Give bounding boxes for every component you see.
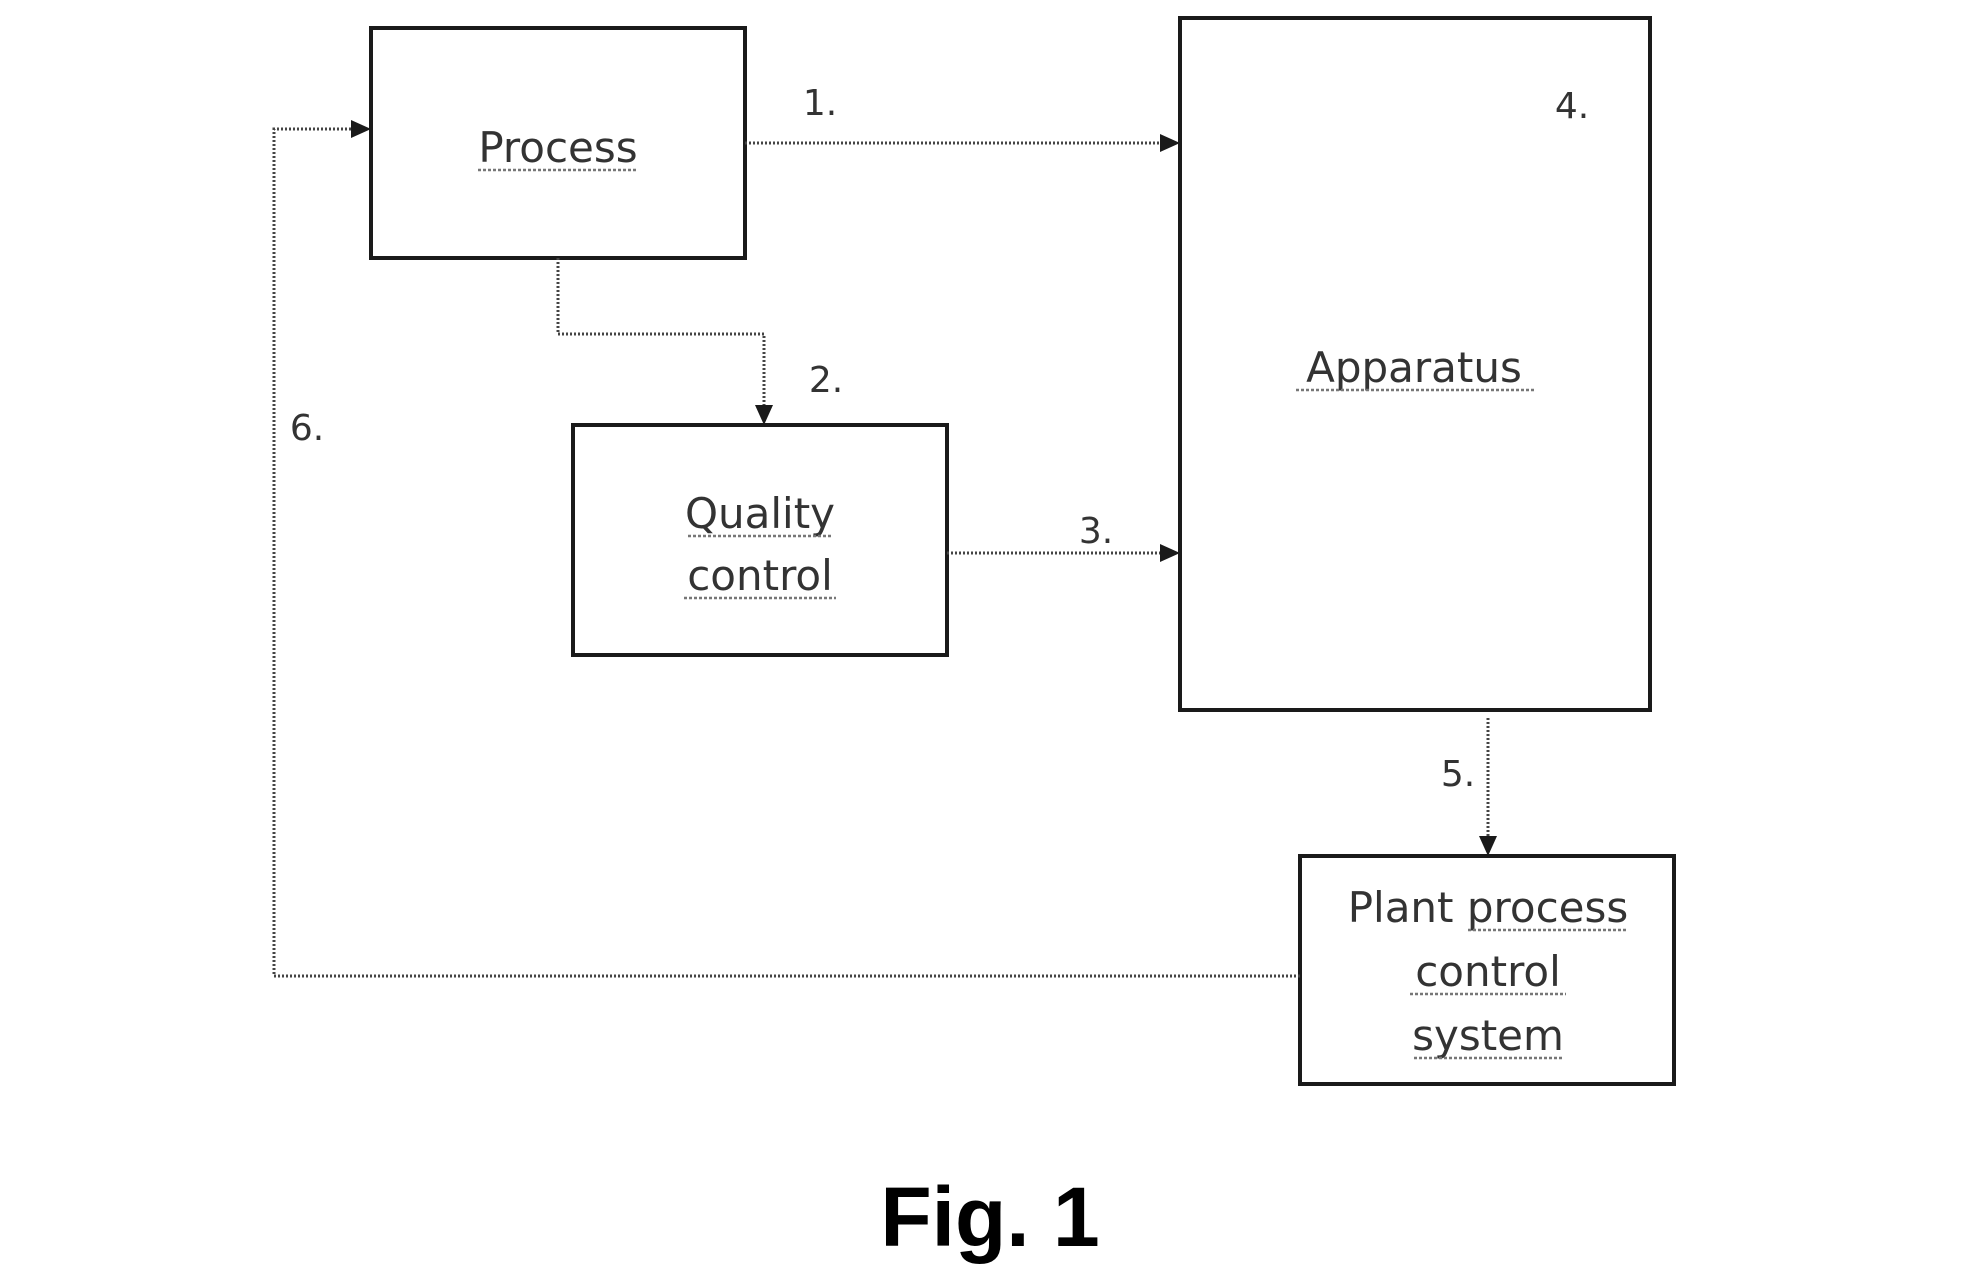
apparatus-node: Apparatus 4. <box>1178 16 1652 712</box>
process-node: Process <box>369 26 747 260</box>
quality-control-node: Quality control <box>571 423 949 657</box>
plant-process-control-label-line1: Plant process <box>1348 883 1629 932</box>
apparatus-label: Apparatus <box>1306 343 1522 392</box>
quality-control-label-line1: Quality <box>685 489 835 538</box>
apparatus-number: 4. <box>1555 86 1589 127</box>
arrowhead-edge-2 <box>755 405 773 425</box>
arrowhead-edge-1 <box>1160 134 1180 152</box>
edge-5-label: 5. <box>1441 754 1475 795</box>
edge-plant-control-to-process: 6. <box>272 120 1300 978</box>
plant-process-control-label-line3: system <box>1412 1011 1564 1060</box>
edge-6-label: 6. <box>290 408 324 449</box>
arrowhead-edge-5 <box>1479 836 1497 856</box>
arrowhead-edge-3 <box>1160 544 1180 562</box>
edge-apparatus-to-plant-control: 5. <box>1441 718 1497 856</box>
process-label: Process <box>478 123 637 172</box>
edge-3-label: 3. <box>1079 511 1113 552</box>
edge-1-label: 1. <box>803 83 837 124</box>
figure-caption: Fig. 1 <box>880 1170 1099 1264</box>
plant-process-control-label-line2: control <box>1415 947 1561 996</box>
edge-process-to-quality-control: 2. <box>556 258 843 425</box>
plant-process-control-node: Plant process control system <box>1298 854 1676 1086</box>
edge-process-to-apparatus: 1. <box>745 83 1180 152</box>
quality-control-label-line2: control <box>687 551 833 600</box>
edge-2-label: 2. <box>809 360 843 401</box>
edge-quality-control-to-apparatus: 3. <box>947 511 1180 562</box>
arrowhead-edge-6 <box>351 120 371 138</box>
